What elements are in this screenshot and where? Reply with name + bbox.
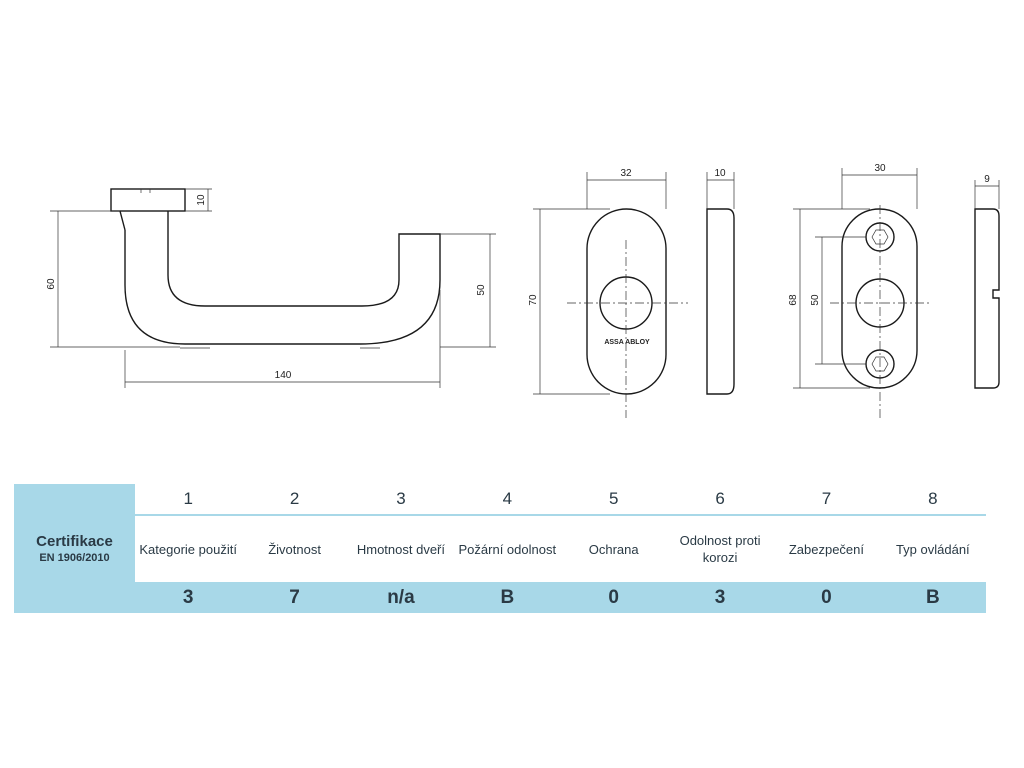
certification-title: Certifikace	[36, 532, 113, 550]
dim-screw-spacing: 50	[810, 294, 821, 306]
category-number: 4	[502, 489, 513, 508]
category-value: 7	[289, 587, 300, 608]
dim-rose-thickness: 10	[196, 194, 207, 206]
category-number: 2	[289, 489, 300, 508]
dim-handle-height: 60	[46, 278, 57, 290]
rose-front-view: ASSA ABLOY 32 70	[528, 168, 688, 418]
category-label: Životnost	[268, 541, 321, 557]
handle-side-view: 60 10 50 140	[46, 188, 496, 388]
certification-table: Certifikace EN 1906/2010 1 2 3 4 5 6 7 8…	[14, 484, 986, 613]
dim-rose-depth: 10	[714, 168, 726, 179]
category-label: Zabezpečení	[788, 541, 865, 557]
dim-rose-height: 70	[528, 294, 539, 306]
dim-rose-width: 32	[620, 168, 632, 179]
plate-side-view: 9	[974, 174, 1000, 389]
category-value: B	[925, 587, 940, 608]
category-values-row: 3 7 n/a B 0 3 0 B	[135, 582, 986, 613]
category-number: 3	[396, 489, 406, 508]
plate-front-view: 30 68 50	[788, 163, 930, 418]
dim-lever-offset: 50	[476, 284, 487, 296]
category-value: 3	[182, 587, 194, 608]
dim-plate-width: 30	[874, 163, 886, 174]
rose-side-view: 10	[706, 168, 735, 395]
category-value: B	[500, 587, 515, 608]
category-label: Odolnost proti korozi	[679, 533, 761, 565]
certification-header: Certifikace EN 1906/2010	[14, 484, 135, 613]
category-number: 5	[608, 489, 619, 508]
category-value: 0	[821, 587, 832, 608]
category-label: Hmotnost dveří	[356, 541, 446, 557]
category-value: 0	[608, 587, 619, 608]
category-label: Typ ovládání	[895, 541, 970, 557]
category-label: Požární odolnost	[458, 541, 557, 557]
category-number: 1	[183, 489, 193, 508]
category-label: Ochrana	[588, 541, 639, 557]
category-numbers-row: 1 2 3 4 5 6 7 8	[135, 484, 986, 514]
dim-handle-length: 140	[275, 370, 292, 381]
header-divider	[135, 514, 986, 516]
category-number: 8	[928, 489, 938, 508]
dim-plate-depth: 9	[984, 174, 990, 185]
category-value: n/a	[387, 587, 415, 608]
technical-drawing: 60 10 50 140 ASSA ABLOY 32 70	[46, 163, 1000, 418]
dim-plate-height: 68	[788, 294, 799, 306]
category-number: 6	[715, 489, 725, 508]
category-number: 7	[821, 489, 832, 508]
category-label: Kategorie použití	[139, 541, 237, 557]
category-value: 3	[714, 587, 726, 608]
brand-mark: ASSA ABLOY	[604, 339, 650, 346]
certification-standard: EN 1906/2010	[39, 551, 110, 564]
category-labels-row: Kategorie použití Životnost Hmotnost dve…	[135, 516, 986, 582]
